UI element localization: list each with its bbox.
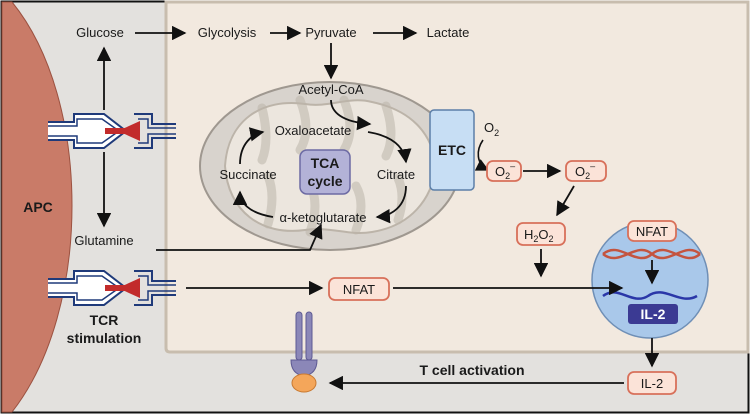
lactate-label: Lactate xyxy=(427,25,470,40)
succinate-label: Succinate xyxy=(219,167,276,182)
arrow-glutamine-akg xyxy=(156,223,323,251)
alpha-ketoglutarate-label: α-ketoglutarate xyxy=(279,210,366,225)
etc-superoxide-label: O2– xyxy=(495,161,515,181)
glutamine-label: Glutamine xyxy=(74,233,133,248)
nfat-cytoplasm-label: NFAT xyxy=(343,282,375,297)
nfat-cytoplasm-badge xyxy=(328,277,390,301)
il2-secreted-badge xyxy=(627,371,677,395)
pyruvate-label: Pyruvate xyxy=(305,25,356,40)
arrow-akg-succinate xyxy=(232,190,274,218)
superoxide-badge xyxy=(565,160,607,182)
tca-label-line2: cycle xyxy=(307,173,342,189)
nfat-nucleus-label: NFAT xyxy=(636,224,668,239)
arrow-succinate-oxaloacetate xyxy=(239,127,265,165)
arrow-o2-superoxide xyxy=(474,139,490,171)
etc-superoxide-badge xyxy=(486,160,522,182)
citrate-label: Citrate xyxy=(377,167,415,182)
glucose-label: Glucose xyxy=(76,25,124,40)
tca-cycle-box xyxy=(299,149,351,195)
arrow-acetylcoa-cycle xyxy=(330,99,372,131)
h2o2-label: H2O2 xyxy=(524,227,554,244)
etc-oxygen-label: O2 xyxy=(484,120,499,138)
il2-gene-label: IL-2 xyxy=(641,306,666,322)
tca-label-line1: TCA xyxy=(311,155,340,171)
il2-receptor xyxy=(290,311,318,393)
tcr-receptor-upper xyxy=(48,113,176,149)
arrow-superoxide-h2o2 xyxy=(556,185,575,217)
tcr-receptor-lower xyxy=(48,270,176,306)
arrow-oxaloacetate-citrate xyxy=(367,131,412,164)
arrow-citrate-akg xyxy=(375,185,407,224)
apc-cell xyxy=(1,1,73,413)
superoxide-label: O2– xyxy=(575,161,595,181)
h2o2-badge xyxy=(516,222,566,246)
glycolysis-label: Glycolysis xyxy=(198,25,257,40)
oxaloacetate-label: Oxaloacetate xyxy=(275,123,352,138)
t-cell-activation-label: T cell activation xyxy=(419,362,524,378)
il2-secreted-label: IL-2 xyxy=(641,376,663,391)
etc-box xyxy=(429,109,475,191)
il2-gene-box xyxy=(628,304,678,324)
etc-label: ETC xyxy=(438,142,466,158)
tcr-label-line1: TCR xyxy=(90,312,119,328)
acetyl-coa-label: Acetyl-CoA xyxy=(298,82,363,97)
tcr-label-line2: stimulation xyxy=(67,330,142,346)
apc-label: APC xyxy=(23,199,53,215)
nfat-nucleus-badge xyxy=(627,220,677,242)
